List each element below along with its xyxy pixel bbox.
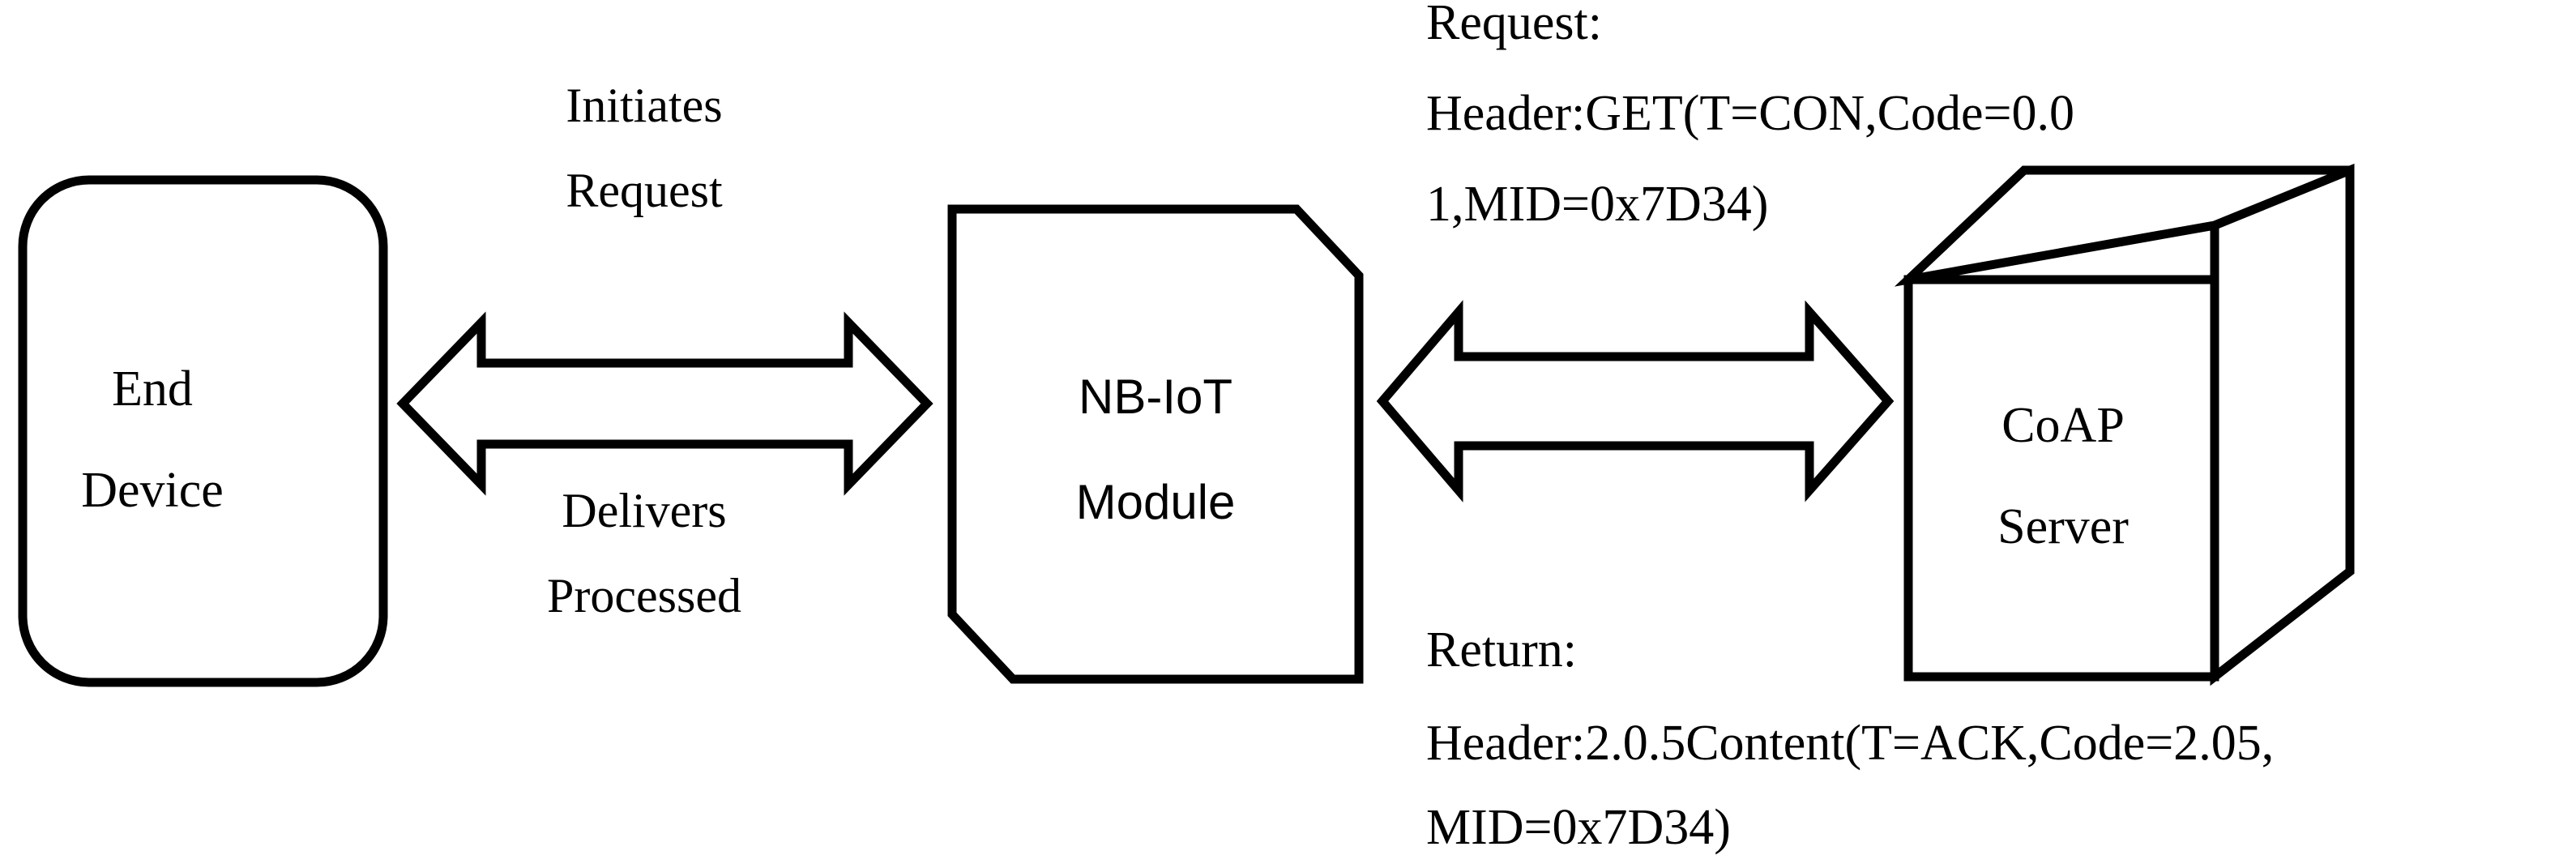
node-coap-server[interactable]: CoAP Server [1894, 163, 2355, 686]
nbiot-module-label-line2: Module [1076, 475, 1236, 529]
left-arrow-label-below-line1: Delivers [562, 484, 726, 537]
coap-server-top-face [1894, 165, 2352, 287]
coap-server-label-line2: Server [1997, 499, 2129, 554]
connector-right-double-arrow[interactable] [1376, 300, 1895, 502]
request-line-1: Header:GET(T=CON,Code=0.0 [1426, 86, 2074, 141]
annotation-request: Request: Header:GET(T=CON,Code=0.0 1,MID… [1426, 0, 2074, 232]
left-arrow-label-above-line1: Initiates [566, 79, 722, 132]
node-nbiot-module[interactable]: NB-IoT Module [947, 204, 1364, 684]
node-end-device[interactable]: End Device [18, 175, 388, 687]
coap-server-side-face [2210, 163, 2355, 686]
return-line-2: MID=0x7D34) [1426, 800, 1731, 855]
right-double-arrow-shape [1376, 300, 1895, 502]
annotation-return: Return: Header:2.0.5Content(T=ACK,Code=2… [1426, 622, 2274, 855]
nbiot-module-label-line1: NB-IoT [1079, 370, 1232, 424]
coap-server-front-face [1903, 275, 2219, 682]
return-line-1: Header:2.0.5Content(T=ACK,Code=2.05, [1426, 716, 2274, 771]
connector-left-double-arrow[interactable] [396, 311, 933, 496]
left-arrow-label-below-line2: Processed [547, 569, 741, 622]
coap-server-label-line1: CoAP [2001, 398, 2125, 453]
end-device-label-line1: End [112, 361, 193, 417]
end-device-shape [18, 175, 388, 687]
nbiot-module-shape [947, 204, 1364, 684]
request-line-2: 1,MID=0x7D34) [1426, 177, 1768, 232]
request-heading: Request: [1426, 0, 1602, 50]
left-double-arrow-shape [396, 311, 933, 496]
left-arrow-label-above-line2: Request [566, 164, 723, 217]
connector-left-labels: Initiates Request Delivers Processed [547, 79, 741, 622]
end-device-label-line2: Device [81, 463, 224, 518]
return-heading: Return: [1426, 622, 1577, 678]
